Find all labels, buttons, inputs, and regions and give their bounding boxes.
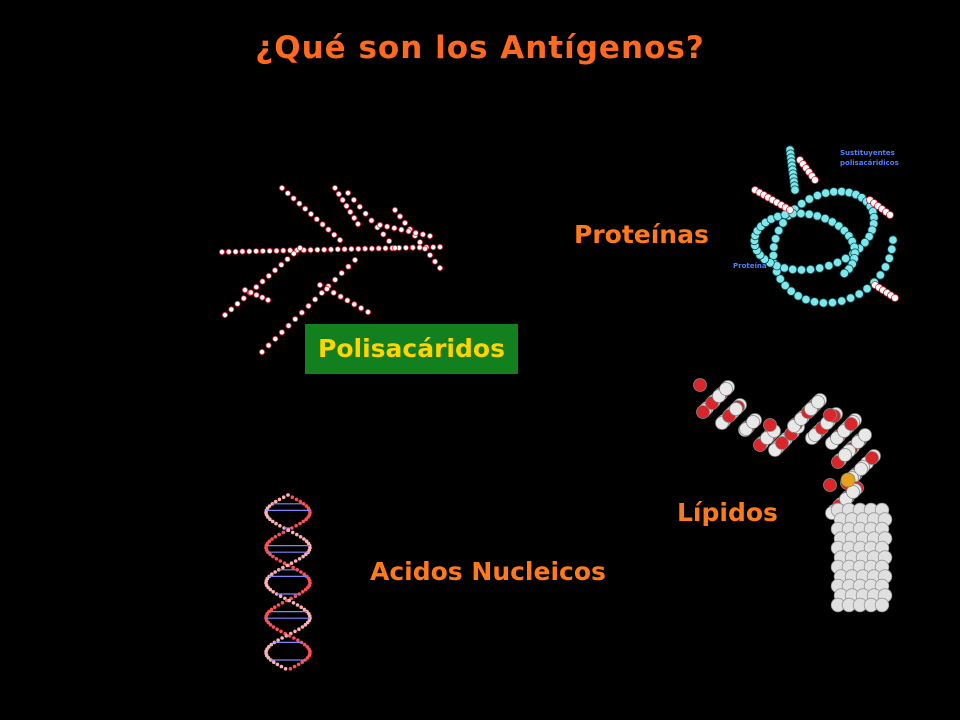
protein-figure-label-3: Proteína (733, 262, 767, 270)
proteins-label: Proteínas (574, 220, 709, 249)
protein-figure-label-2: polisacáridicos (840, 159, 899, 167)
protein-figure-label-1: Sustituyentes (840, 149, 895, 157)
protein-illustration: Sustituyentes polisacáridicos Proteína (733, 145, 899, 308)
nucleic-acid-illustration (264, 493, 312, 671)
lipid-illustration (693, 378, 893, 613)
nucleic-acids-label: Acidos Nucleicos (370, 557, 606, 586)
polysaccharides-label: Polisacáridos (305, 324, 518, 374)
lipids-label: Lípidos (677, 498, 778, 527)
slide-title: ¿Qué son los Antígenos? (255, 30, 705, 66)
polysaccharide-illustration (218, 184, 443, 355)
